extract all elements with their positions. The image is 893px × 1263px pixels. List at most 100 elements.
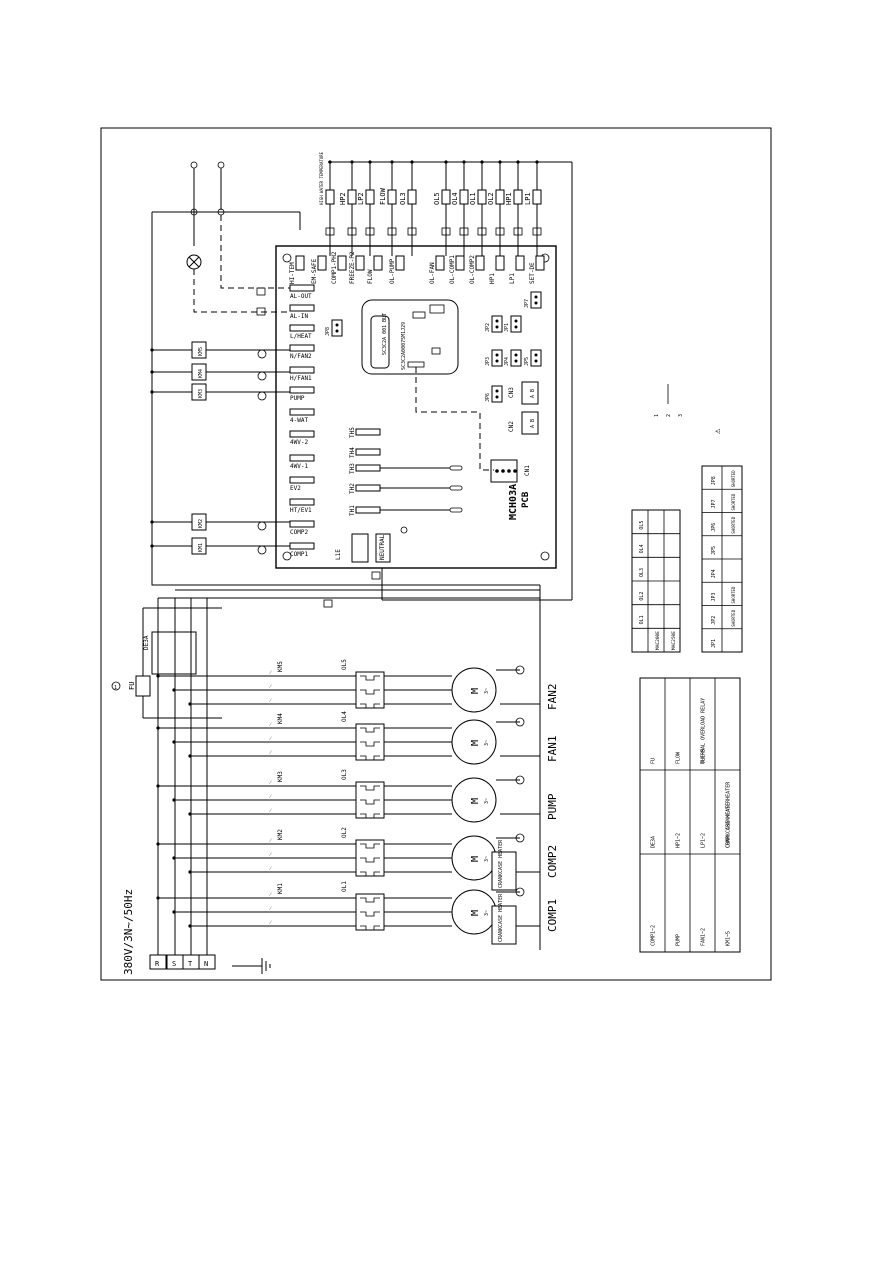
wire-tag bbox=[371, 571, 381, 580]
jumper-table-value: SHORTED bbox=[731, 586, 736, 603]
sensor-terminal bbox=[355, 506, 381, 514]
sensor-label: TH3 bbox=[349, 463, 356, 474]
pcb-terminal bbox=[289, 498, 315, 506]
sensor-terminal bbox=[355, 448, 381, 456]
pcb-terminal-label: 4WV-2 bbox=[290, 439, 308, 446]
pcb-terminal-label: SET-DE bbox=[529, 262, 536, 284]
pcb-terminal-label: OL-COMP2 bbox=[469, 255, 476, 284]
legend-cell: COMP1~2 bbox=[651, 925, 657, 946]
svg-text:1: 1 bbox=[654, 414, 660, 417]
protection-label: OL3 bbox=[399, 192, 407, 205]
pcb-terminal bbox=[289, 520, 315, 528]
contactor-label: KM4 bbox=[277, 713, 284, 724]
pcb-terminal-label: AL-IN bbox=[290, 313, 308, 320]
sensor-terminal bbox=[355, 464, 381, 472]
motor-phase: 3~ bbox=[484, 856, 490, 862]
crankcase-heater bbox=[491, 905, 517, 945]
pcb-terminal-label: OL-COMP1 bbox=[449, 255, 456, 284]
load-name: COMP2 bbox=[546, 845, 559, 878]
neutral-label: NEUTRAL bbox=[379, 534, 386, 560]
coil bbox=[191, 513, 207, 531]
chip-small: SC3C2A 001 BUT bbox=[382, 313, 388, 355]
pcb-terminal-label: H/FAN1 bbox=[290, 375, 312, 382]
l1e-label: L1E bbox=[335, 549, 342, 560]
supply-label: 380V/3N~/50Hz bbox=[122, 889, 135, 975]
jumper-table-header: JP5 bbox=[711, 546, 717, 555]
svg-text:⁄: ⁄ bbox=[269, 670, 272, 676]
svg-text:⁄: ⁄ bbox=[269, 892, 272, 898]
protection-device bbox=[459, 189, 469, 205]
legend-cell: FLOW bbox=[676, 751, 682, 764]
pcb-terminal bbox=[475, 255, 485, 271]
overload-label: OL5 bbox=[341, 659, 348, 670]
pcb-terminal-label: HI-TEM bbox=[289, 262, 296, 284]
chip-socket bbox=[412, 311, 426, 319]
svg-text:⁄: ⁄ bbox=[269, 684, 272, 690]
coil-label: KM5 bbox=[198, 347, 204, 356]
motor-phase: 3~ bbox=[484, 798, 490, 804]
legend-cell: COMP. CRANKCASE HEATER bbox=[726, 781, 732, 848]
coil bbox=[191, 341, 207, 359]
pcb-label: PCB bbox=[521, 491, 531, 508]
cn2-label: CN2 bbox=[508, 421, 515, 432]
motor-label: M bbox=[470, 688, 481, 694]
legend-cell: FU bbox=[651, 758, 657, 764]
protection-label: HP2 bbox=[339, 192, 347, 205]
chip-socket bbox=[429, 304, 445, 314]
overload-label: OL4 bbox=[341, 711, 348, 722]
jumper-label: JP2 bbox=[485, 323, 491, 332]
cn2-connector bbox=[521, 411, 539, 435]
pcb-terminal bbox=[289, 344, 315, 352]
sensor-terminal bbox=[355, 428, 381, 436]
contactor-label: KM1 bbox=[277, 883, 284, 894]
l1e-terminal bbox=[351, 533, 369, 563]
jumper bbox=[491, 385, 503, 403]
transformer-label: DE3A bbox=[143, 635, 150, 650]
cn3-label: CN3 bbox=[508, 387, 515, 398]
jumper-label: JP7 bbox=[524, 299, 530, 308]
svg-text:⁄: ⁄ bbox=[269, 852, 272, 858]
protection-device bbox=[477, 189, 487, 205]
chip-socket bbox=[431, 347, 441, 355]
sensor-label: TH5 bbox=[349, 427, 356, 438]
protection-device bbox=[365, 189, 375, 205]
diagram-frame bbox=[100, 127, 772, 981]
pcb-terminal bbox=[317, 255, 327, 271]
alarm-out-wire bbox=[220, 215, 290, 289]
protection-device bbox=[532, 189, 542, 205]
crankcase-heater bbox=[491, 851, 517, 891]
svg-text:⁄: ⁄ bbox=[269, 920, 272, 926]
model-header: OL1 bbox=[639, 615, 645, 624]
pcb-terminal bbox=[337, 255, 347, 271]
pcb-terminal-label: HP1 bbox=[489, 273, 496, 284]
warning-icon: ⚠ bbox=[713, 428, 723, 434]
protection-device bbox=[407, 189, 417, 205]
fuse bbox=[135, 675, 151, 697]
pcb-terminal-label: FLOW bbox=[367, 269, 374, 284]
svg-text:⁄: ⁄ bbox=[269, 698, 272, 704]
motor-icon bbox=[451, 667, 497, 713]
supply-terminal-label: S bbox=[172, 960, 176, 968]
protection-label: LP1 bbox=[524, 192, 532, 205]
contactor-label: KM2 bbox=[277, 829, 284, 840]
wire-tag bbox=[256, 287, 266, 296]
svg-text:⁄: ⁄ bbox=[269, 906, 272, 912]
pcb-terminal-label: LP1 bbox=[509, 273, 516, 284]
wire-tag bbox=[256, 307, 266, 316]
alarm-terminal bbox=[190, 161, 198, 169]
pcb-terminal-label: OL-FAN bbox=[429, 262, 436, 284]
chip-connector bbox=[407, 361, 425, 368]
pcb-terminal-label: FREEZE-P2 bbox=[349, 251, 356, 284]
motor-label: M bbox=[470, 856, 481, 862]
svg-text:⁄: ⁄ bbox=[269, 780, 272, 786]
cn2-ab: A B bbox=[530, 419, 536, 428]
ground-icon bbox=[515, 775, 525, 785]
jumper-label: JP8 bbox=[325, 327, 331, 336]
pcb-terminal bbox=[435, 255, 445, 271]
protection-device bbox=[441, 189, 451, 205]
motor-label: M bbox=[470, 910, 481, 916]
pcb-terminal bbox=[289, 386, 315, 394]
